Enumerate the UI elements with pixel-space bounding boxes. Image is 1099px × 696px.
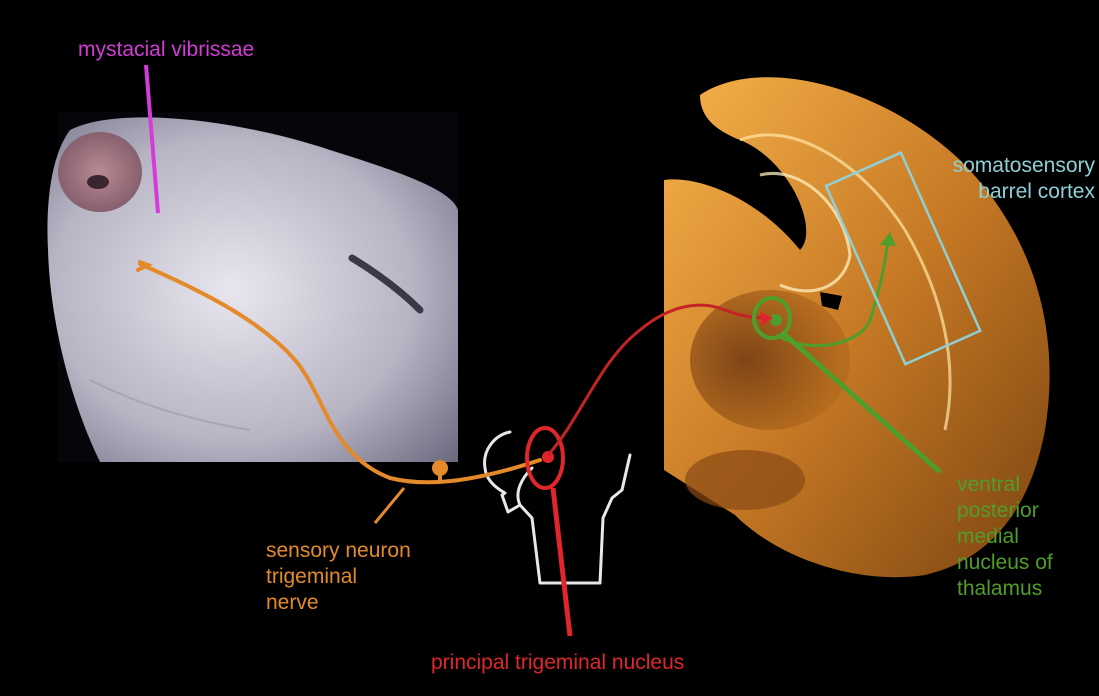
sensory-neuron-pointer-line bbox=[375, 488, 404, 523]
sensory-neuron-cell-body bbox=[432, 460, 448, 476]
rat-face-photo bbox=[47, 112, 458, 462]
vibrissae-label: mystacial vibrissae bbox=[78, 37, 254, 63]
sensory-neuron-label: sensory neuron trigeminal nerve bbox=[266, 538, 411, 616]
principal-nucleus-label: principal trigeminal nucleus bbox=[431, 650, 684, 676]
vpm-label: ventral posterior medial nucleus of thal… bbox=[957, 472, 1053, 602]
principal-nucleus-pointer-line bbox=[553, 488, 570, 636]
vpm-dot bbox=[770, 314, 782, 326]
barrel-cortex-label: somatosensory barrel cortex bbox=[905, 153, 1095, 205]
